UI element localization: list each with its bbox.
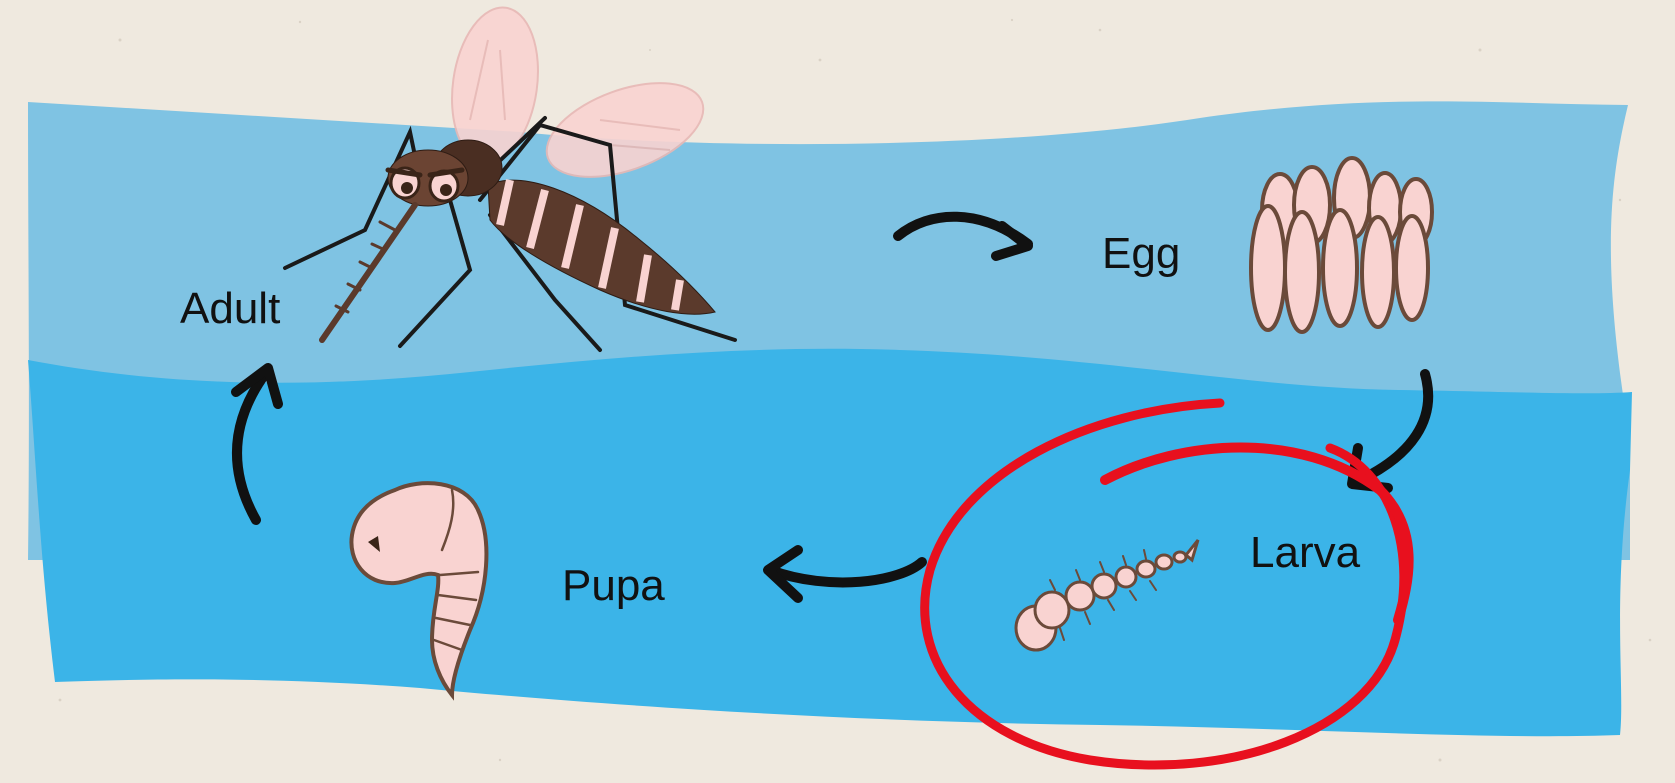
stage-label-larva: Larva bbox=[1250, 531, 1360, 575]
water-dark-band bbox=[28, 349, 1632, 736]
mosquito-head bbox=[388, 150, 468, 206]
stage-label-adult: Adult bbox=[180, 287, 280, 331]
stage-label-egg: Egg bbox=[1102, 232, 1180, 276]
stage-label-pupa: Pupa bbox=[562, 564, 665, 608]
